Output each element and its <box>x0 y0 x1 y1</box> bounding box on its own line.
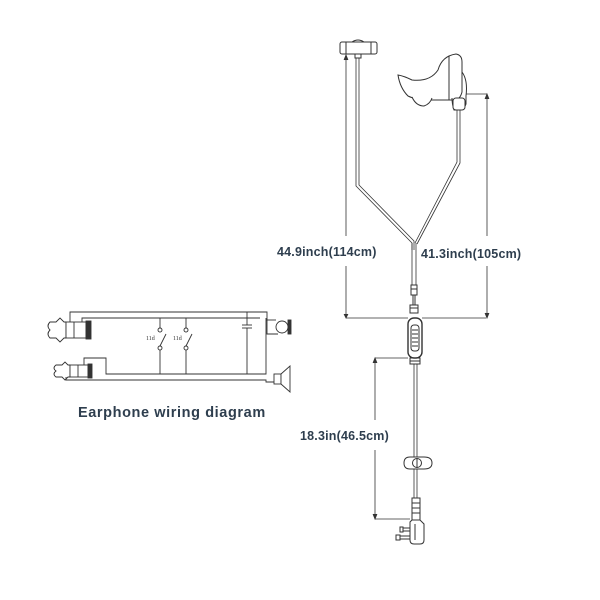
microphone-icon <box>266 319 292 335</box>
dimension-lines <box>343 53 490 521</box>
switch-1-icon <box>157 318 167 374</box>
dimension-label-mic-branch: 44.9inch(114cm) <box>277 245 377 259</box>
ptt-button-icon <box>407 317 423 365</box>
cable-clip-icon <box>403 456 433 470</box>
cable-joint-icon <box>409 284 419 314</box>
dimension-label-ear-branch: 41.3inch(105cm) <box>421 247 522 261</box>
dimension-label-lower-cable: 18.3in(46.5cm) <box>300 429 389 443</box>
plug-top-icon <box>47 317 92 343</box>
wiring-diagram-caption: Earphone wiring diagram <box>78 405 266 421</box>
switch-label-1: 11d <box>146 336 155 342</box>
capacitor-icon <box>242 312 252 374</box>
speaker-icon <box>273 364 291 394</box>
ear-cable <box>414 110 461 245</box>
main-cable <box>411 243 417 285</box>
earpiece-icon <box>397 53 467 111</box>
wiring-diagram <box>47 311 292 394</box>
switch-2-icon <box>183 318 193 374</box>
connector-plug-icon <box>395 497 425 545</box>
mic-clip-icon <box>339 39 378 59</box>
lower-cable <box>413 364 418 498</box>
switch-label-2: 11d <box>173 336 182 342</box>
plug-bottom-icon <box>53 361 93 381</box>
